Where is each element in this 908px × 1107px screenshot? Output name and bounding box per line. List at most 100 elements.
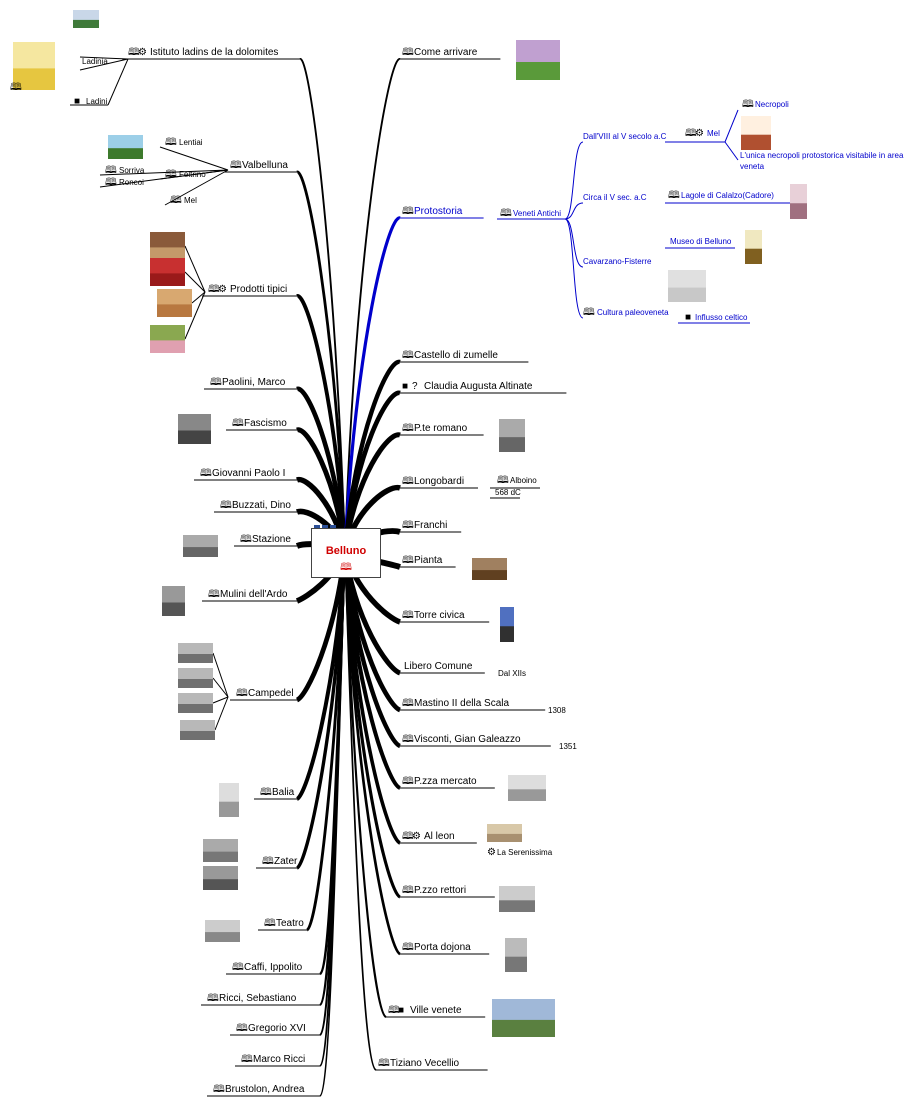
left-node-14[interactable]: Ricci, Sebastiano (219, 993, 297, 1004)
child-ladini[interactable]: Ladini (86, 97, 108, 106)
zater-thumb-1 (203, 866, 238, 890)
child-ladinia[interactable]: Ladinia (82, 57, 108, 66)
book-icon: 🕮 (105, 165, 117, 176)
right-node-11[interactable]: Visconti, Gian Galeazzo (414, 734, 521, 745)
right-node-4[interactable]: P.te romano (414, 423, 468, 434)
left-node-16[interactable]: Marco Ricci (253, 1054, 305, 1065)
vb-child-3[interactable]: Roncoi (119, 178, 144, 187)
book-icon: 🕮 (260, 787, 272, 798)
necro-edge (724, 109, 739, 143)
right-node-1[interactable]: Protostoria (414, 206, 463, 217)
pianta-thumb (472, 558, 507, 580)
vb-child-1[interactable]: Feltrino (179, 170, 206, 179)
right-node-8[interactable]: Torre civica (414, 610, 465, 621)
vb-child-2[interactable]: Sorriva (119, 166, 145, 175)
vb-edge-0 (159, 146, 229, 171)
torre-thumb (500, 607, 514, 642)
right-edge-1 (343, 216, 401, 551)
necropoli-node[interactable]: Necropoli (755, 100, 789, 109)
mercato-thumb (508, 775, 546, 801)
right-node-0[interactable]: Come arrivare (414, 47, 478, 58)
book-icon: 🕮 (128, 47, 140, 58)
gear-icon: ⚙ (412, 831, 421, 842)
mastino-child[interactable]: 1308 (548, 706, 566, 715)
doc-icon: ■ (74, 96, 80, 107)
left-node-17[interactable]: Brustolon, Andrea (225, 1084, 305, 1095)
right-node-2[interactable]: Castello di zumelle (414, 350, 498, 361)
left-node-3[interactable]: Paolini, Marco (222, 377, 286, 388)
right-node-16[interactable]: Ville venete (410, 1005, 462, 1016)
left-node-6[interactable]: Buzzati, Dino (232, 500, 291, 511)
necropoli-desc-1[interactable]: veneta (740, 162, 765, 171)
left-node-13[interactable]: Caffi, Ippolito (244, 962, 303, 973)
book-icon: 🕮 (402, 885, 414, 896)
right-node-10[interactable]: Mastino II della Scala (414, 698, 509, 709)
left-node-10[interactable]: Balia (272, 787, 295, 798)
mel-node[interactable]: Mel (707, 129, 720, 138)
visconti-child[interactable]: 1351 (559, 742, 577, 751)
right-node-7[interactable]: Pianta (414, 555, 443, 566)
gear-icon: ⚙ (218, 284, 227, 295)
left-node-11[interactable]: Zater (274, 856, 298, 867)
lagole-node[interactable]: Lagole di Calalzo(Cadore) (681, 191, 774, 200)
proto-branch-2[interactable]: Cavarzano-Fisterre (583, 257, 652, 266)
book-icon: 🕮 (500, 208, 512, 219)
left-node-8[interactable]: Mulini dell'Ardo (220, 589, 288, 600)
right-edge-15 (343, 549, 401, 956)
right-node-3[interactable]: Claudia Augusta Altinate (424, 381, 533, 392)
vb-edge-2 (99, 169, 229, 176)
book-icon: 🕮 (10, 82, 22, 93)
right-node-12[interactable]: P.zza mercato (414, 776, 477, 787)
left-node-12[interactable]: Teatro (276, 918, 304, 929)
left-node-5[interactable]: Giovanni Paolo I (212, 468, 285, 479)
right-node-6[interactable]: Franchi (414, 520, 447, 531)
left-edge-2 (296, 294, 347, 551)
right-node-17[interactable]: Tiziano Vecellio (390, 1058, 460, 1069)
edge-ladinia (79, 56, 129, 60)
right-node-14[interactable]: P.zzo rettori (414, 885, 466, 896)
necropoli-desc-0[interactable]: L'unica necropoli protostorica visitabil… (740, 151, 904, 160)
book-icon: 🕮 (402, 734, 414, 745)
left-node-4[interactable]: Fascismo (244, 418, 287, 429)
book-icon: 🕮 (402, 350, 414, 361)
campedel-edge-0 (212, 652, 229, 698)
left-node-1[interactable]: Valbelluna (242, 160, 288, 171)
celtico-node[interactable]: Influsso celtico (695, 313, 748, 322)
leon-child[interactable]: La Serenissima (497, 848, 553, 857)
longobardi-child-1[interactable]: 568 dC (495, 488, 521, 497)
book-icon: 🕮 (232, 418, 244, 429)
longobardi-child-0[interactable]: Alboino (510, 476, 537, 485)
arrivare-thumb (516, 40, 560, 80)
right-node-5[interactable]: Longobardi (414, 476, 464, 487)
left-edge-17 (319, 549, 346, 1097)
proto-branch-1[interactable]: Circa il V sec. a.C (583, 193, 647, 202)
left-node-0[interactable]: Istituto ladins de la dolomites (150, 47, 278, 58)
left-node-7[interactable]: Stazione (252, 534, 291, 545)
right-node-15[interactable]: Porta dojona (414, 942, 471, 953)
edge-ladini (107, 58, 129, 106)
vb-edge-3 (99, 169, 229, 188)
proto-branch-3[interactable]: Cultura paleoveneta (597, 308, 669, 317)
leon-thumb (487, 824, 522, 842)
center-node[interactable]: Belluno 🕮 (311, 528, 381, 578)
comune-child[interactable]: Dal XIIs (498, 669, 526, 678)
left-node-2[interactable]: Prodotti tipici (230, 284, 287, 295)
book-icon: 🕮 (388, 1005, 400, 1016)
left-node-9[interactable]: Campedel (248, 688, 294, 699)
left-node-15[interactable]: Gregorio XVI (248, 1023, 306, 1034)
proto-edge-0 (564, 141, 584, 220)
proto-branch-0[interactable]: Dall'VIII al V secolo a.C (583, 132, 667, 141)
right-node-13[interactable]: Al leon (424, 831, 455, 842)
doc-icon: ■ (398, 1005, 404, 1016)
ponte-thumb (499, 419, 525, 452)
museo-node[interactable]: Museo di Belluno (670, 237, 732, 246)
vb-child-0[interactable]: Lentiai (179, 138, 203, 147)
left-edge-4 (296, 427, 348, 551)
proto-root[interactable]: Veneti Antichi (513, 209, 561, 218)
right-node-9[interactable]: Libero Comune (404, 661, 473, 672)
book-icon: 🕮 (685, 128, 697, 139)
vb-child-4[interactable]: Mel (184, 196, 197, 205)
food-edge-2 (191, 291, 206, 304)
